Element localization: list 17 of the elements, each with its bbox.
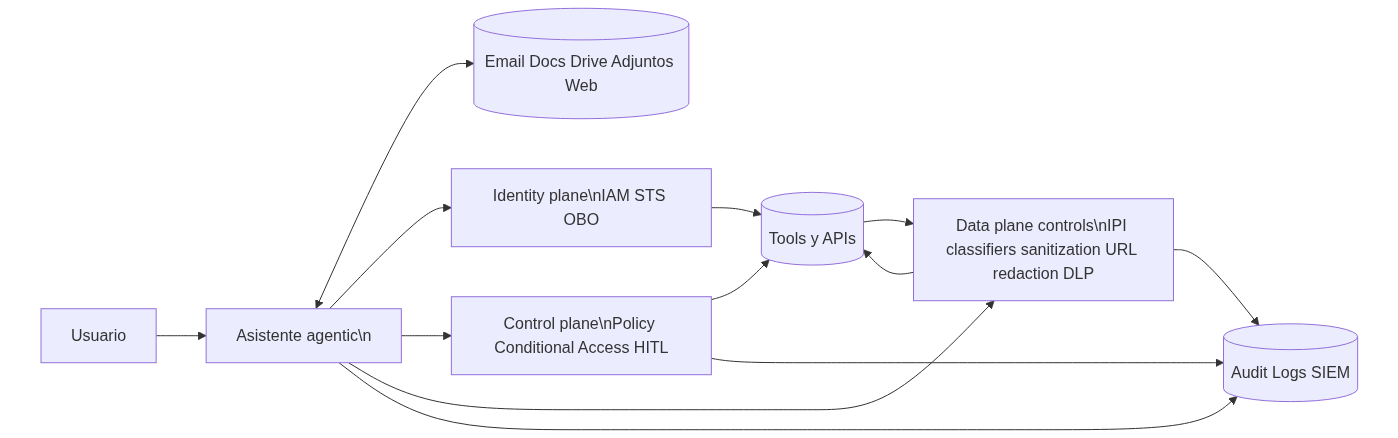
arrow — [347, 300, 995, 411]
node-box: Identity plane\nIAM STS OBO — [450, 168, 712, 248]
arrow — [710, 357, 1224, 368]
arrow — [338, 362, 1238, 431]
arrow — [328, 203, 452, 310]
arrow — [1172, 249, 1259, 326]
node-box: Usuario — [40, 308, 157, 364]
arrow — [400, 331, 452, 341]
arrow — [862, 249, 914, 275]
arrow — [155, 331, 207, 341]
node-box: Control plane\nPolicy Conditional Access HITL — [450, 296, 712, 376]
arrow — [710, 259, 770, 301]
node-box: Asistente agentic\n — [205, 308, 402, 364]
node-box: Data plane controls\nIPI classifiers sanitization URL redaction DLP — [912, 198, 1174, 302]
arrow — [862, 217, 914, 227]
arrow — [710, 207, 762, 217]
arrow — [314, 59, 474, 309]
